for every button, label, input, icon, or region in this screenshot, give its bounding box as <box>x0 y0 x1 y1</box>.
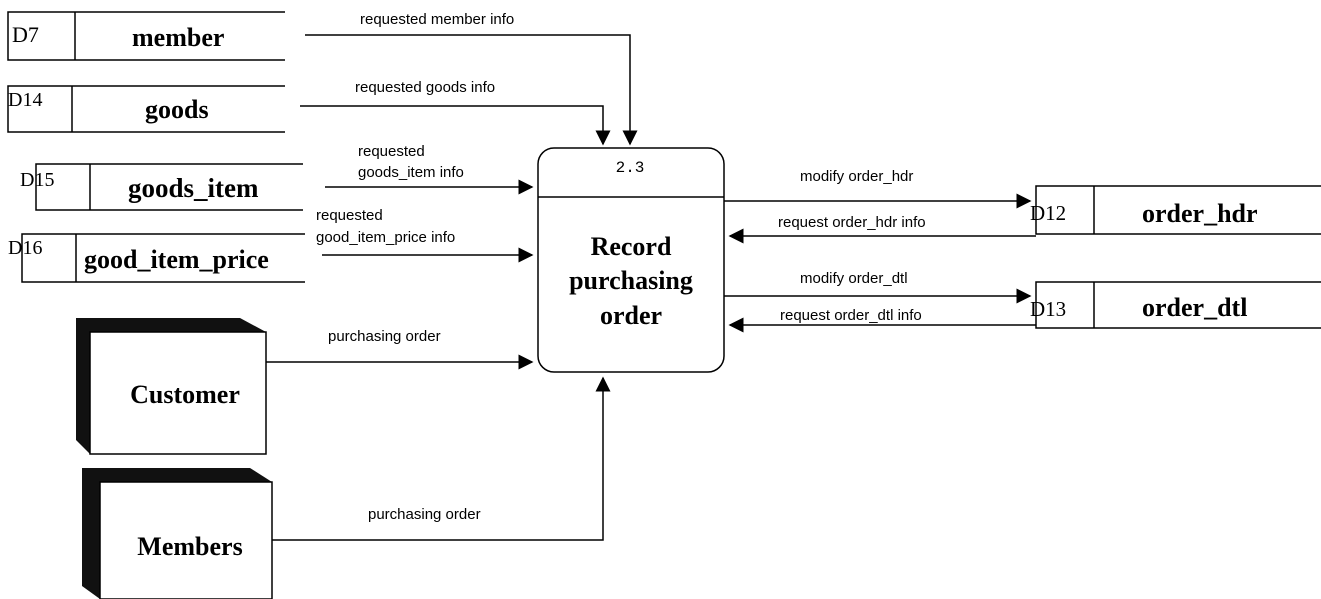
flow-requested-goods-item-info: requested goods_item info <box>325 143 534 195</box>
store-id-d12: D12 <box>1030 201 1066 225</box>
flow-customer-purchasing-order: purchasing order <box>266 328 534 370</box>
entity-members: Members <box>82 468 273 599</box>
data-store-member: D7 member <box>7 11 285 61</box>
entity-name-members: Members <box>137 532 242 561</box>
flow-requested-good-item-price-info: requested good_item_price info <box>316 207 534 263</box>
store-id-d15: D15 <box>20 169 54 191</box>
flow-label-good-item-price-line-1: requested <box>316 207 383 224</box>
store-name-member: member <box>132 23 224 52</box>
data-store-goods: D14 goods <box>7 85 285 133</box>
flow-label-goods-item-line-1: requested <box>358 143 425 160</box>
entity-name-customer: Customer <box>130 380 240 409</box>
flow-modify-order-hdr: modify order_hdr <box>724 168 1032 209</box>
process-name-line-1: Record <box>591 232 672 261</box>
flow-label-customer-purchasing-order: purchasing order <box>328 328 441 345</box>
data-store-order-hdr: D12 order_hdr <box>1030 185 1321 235</box>
flow-label-good-item-price-line-2: good_item_price info <box>316 229 455 246</box>
process-name-line-2: purchasing <box>569 266 693 295</box>
store-id-d13: D13 <box>1030 297 1066 321</box>
flow-label-request-order-hdr-info: request order_hdr info <box>778 214 926 231</box>
data-store-good-item-price: D16 good_item_price <box>8 233 305 283</box>
data-store-order-dtl: D13 order_dtl <box>1030 281 1321 329</box>
flow-label-requested-goods-info: requested goods info <box>355 79 495 96</box>
store-name-order-hdr: order_hdr <box>1142 199 1258 228</box>
flow-label-modify-order-dtl: modify order_dtl <box>800 270 908 287</box>
flow-modify-order-dtl: modify order_dtl <box>724 270 1032 304</box>
flow-requested-goods-info: requested goods info <box>300 79 611 146</box>
flow-label-goods-item-line-2: goods_item info <box>358 164 464 181</box>
flow-label-modify-order-hdr: modify order_hdr <box>800 168 913 185</box>
flow-requested-member-info: requested member info <box>305 11 638 146</box>
data-store-goods-item: D15 goods_item <box>20 163 303 211</box>
flow-request-order-dtl-info: request order_dtl info <box>728 307 1036 333</box>
store-id-d16: D16 <box>8 237 42 259</box>
store-name-good-item-price: good_item_price <box>84 245 269 274</box>
store-name-goods-item: goods_item <box>128 173 259 203</box>
flow-label-request-order-dtl-info: request order_dtl info <box>780 307 922 324</box>
flow-request-order-hdr-info: request order_hdr info <box>728 214 1036 244</box>
store-name-goods: goods <box>145 95 209 124</box>
flow-members-purchasing-order: purchasing order <box>272 376 611 541</box>
store-name-order-dtl: order_dtl <box>1142 293 1247 322</box>
process-record-purchasing-order: 2.3 Record purchasing order <box>537 147 725 373</box>
process-name-line-3: order <box>600 301 662 330</box>
flow-label-members-purchasing-order: purchasing order <box>368 506 481 523</box>
flow-label-requested-member-info: requested member info <box>360 11 514 28</box>
process-id: 2.3 <box>616 159 645 177</box>
store-id-d14: D14 <box>8 89 42 111</box>
store-id-d7: D7 <box>12 22 39 47</box>
entity-customer: Customer <box>76 318 267 455</box>
